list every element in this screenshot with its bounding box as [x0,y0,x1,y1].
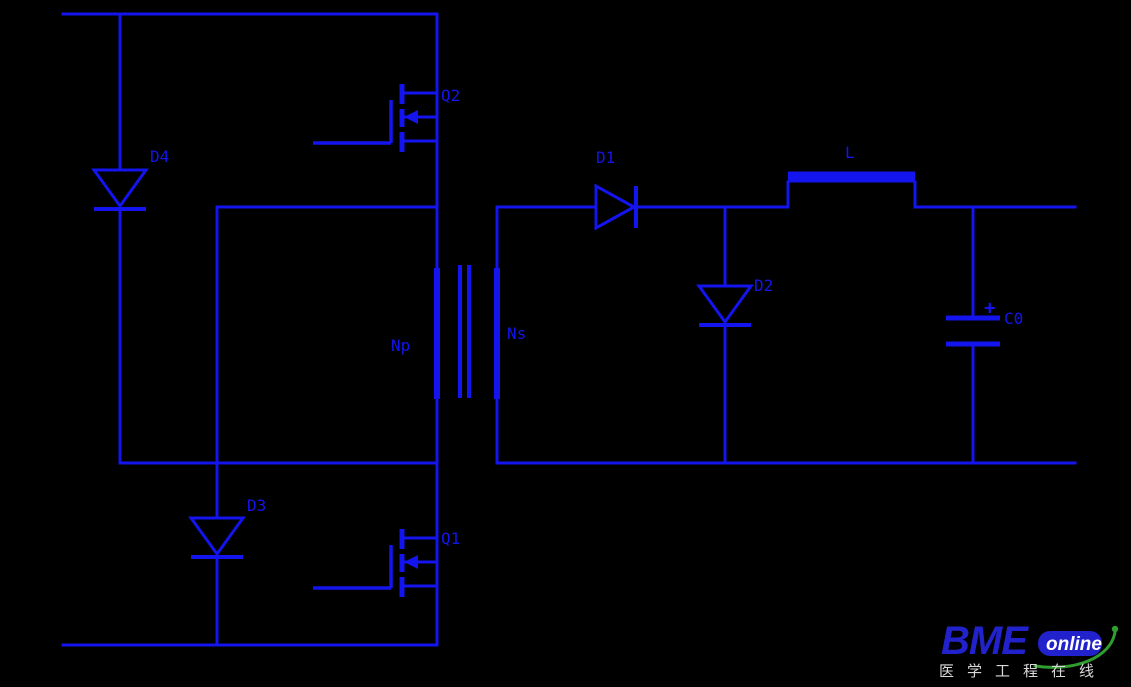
q1-arrow [404,555,418,569]
logo-online-text: online [1046,634,1102,655]
d2-triangle [696,284,754,325]
mosfet-q2 [313,84,439,152]
q2-arrow [404,110,418,124]
label-d3: D3 [247,496,266,515]
logo-brand-text: BME [941,619,1029,663]
d3-triangle [188,516,246,557]
label-ns: Ns [507,324,526,343]
capacitor-c0: + [946,297,1000,347]
diode-d3 [188,516,246,559]
label-c0: C0 [1004,309,1023,328]
transformer [434,265,500,399]
label-d4: D4 [150,147,169,166]
label-np: Np [391,336,410,355]
diode-d4 [91,168,149,211]
d1-triangle [594,183,638,231]
label-l: L [845,143,855,162]
logo-online-badge [1038,631,1102,656]
diode-d1 [594,183,638,231]
wire-net [61,12,1077,647]
transformer-core [458,265,471,398]
mosfet-q1 [313,529,439,597]
label-q2: Q2 [441,86,460,105]
d4-triangle [91,168,149,209]
label-d1: D1 [596,148,615,167]
logo-tagline: 医学工程在线 [939,662,1107,680]
logo-swoosh-arc [1033,630,1117,669]
diode-d2 [696,284,754,327]
c0-plus-sign: + [984,297,995,319]
label-q1: Q1 [441,529,460,548]
label-d2: D2 [754,276,773,295]
logo-bme-online: BME online 医学工程在线 [939,619,1119,680]
wire [215,205,439,520]
logo-swoosh-dot [1111,625,1119,633]
